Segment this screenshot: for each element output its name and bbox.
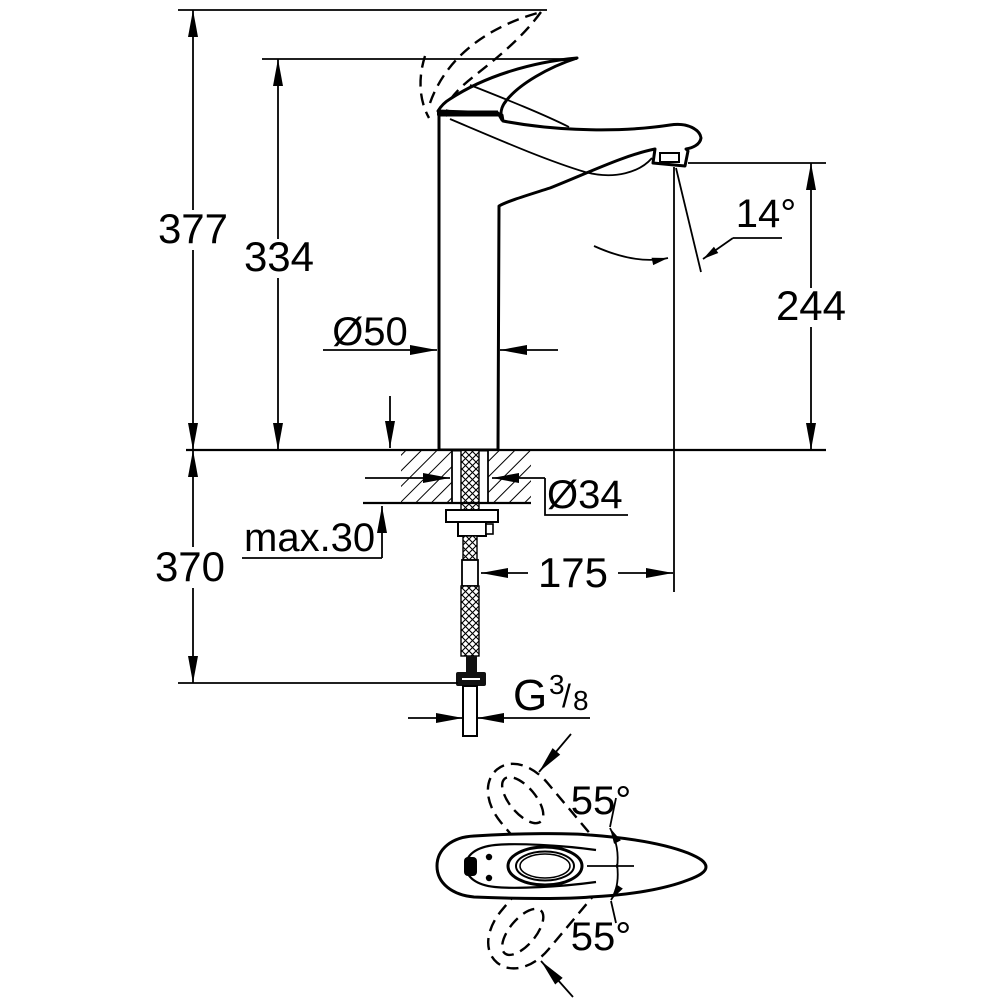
swing-upper-leader: [538, 733, 572, 773]
dim-body-diameter-label: Ø50: [332, 310, 408, 354]
faucet-body-spout: [437, 113, 703, 452]
handle-swing-lower-dashed: [486, 762, 602, 887]
deck-hatch-left: [401, 450, 452, 503]
hose-end-fitting: [466, 656, 477, 672]
dim-hole-diameter-label: Ø34: [547, 473, 623, 517]
mounting-flange: [445, 509, 499, 523]
handle-swing-upper-dashed: [487, 845, 603, 970]
handle-dot-top: [485, 853, 493, 861]
dim-outlet-height-label: 244: [776, 282, 846, 329]
faucet-side-view: [419, 10, 703, 452]
supply-connection: [445, 449, 499, 737]
swing-arc-ext-lower: [610, 900, 617, 924]
swing-arc-lower: [610, 863, 623, 901]
faucet-lever: [436, 56, 579, 122]
braided-hose: [460, 585, 480, 657]
outlet-angle-leader: [702, 237, 734, 260]
dim-max-deck-thickness: max.30: [242, 506, 387, 560]
handle-logo-mark: [464, 857, 477, 876]
dimension-annotations: 377 334 370 244 Ø50: [155, 9, 846, 959]
dim-spout-reach: 175: [481, 549, 673, 596]
handle-top-view: [435, 733, 708, 998]
handle-dot-bottom: [485, 874, 493, 882]
outlet-angle-arc: [593, 245, 669, 266]
dim-handle-height: 334: [244, 59, 314, 450]
dim-outlet-angle: 14°: [593, 167, 797, 592]
dim-thread-denominator: 8: [573, 685, 589, 716]
dim-max-deck-label: max.30: [244, 516, 375, 560]
dim-thread-slash: /: [562, 678, 571, 714]
aerator-outlet: [659, 152, 680, 163]
lever-crease-line: [469, 84, 570, 128]
dim-swing-lower-label: 55°: [571, 915, 632, 959]
dim-swing-upper-label: 55°: [571, 779, 632, 823]
dim-below-deck-label: 370: [155, 543, 225, 590]
hose-ferrule: [461, 559, 479, 587]
deck-hatch-right: [488, 450, 531, 503]
dim-body-diameter: Ø50: [323, 310, 558, 355]
dim-thread: G 3 / 8: [408, 669, 590, 723]
spout-crease-line: [449, 118, 653, 176]
swing-arc-ext-upper: [609, 797, 617, 828]
dim-below-deck-length: 370: [155, 450, 225, 683]
dim-handle-height-label: 334: [244, 233, 314, 280]
swing-lower-leader: [540, 960, 574, 998]
dim-spout-reach-label: 175: [538, 549, 608, 596]
dim-hole-diameter: Ø34: [365, 473, 628, 517]
dim-outlet-angle-label: 14°: [736, 192, 797, 236]
connection-tube: [462, 685, 478, 737]
dim-thread-numerator: 3: [549, 669, 565, 700]
threaded-shank: [460, 449, 480, 511]
dim-total-height: 377: [158, 10, 228, 450]
mounting-nut-tab: [485, 523, 494, 535]
dim-total-height-label: 377: [158, 205, 228, 252]
mounting-nut: [457, 521, 487, 537]
shank-lower: [462, 535, 478, 561]
dim-outlet-height: 244: [776, 163, 846, 450]
outlet-angle-line: [675, 167, 702, 273]
lever-loop-ring-inner: [519, 853, 571, 879]
dim-thread-letter: G: [513, 671, 547, 720]
